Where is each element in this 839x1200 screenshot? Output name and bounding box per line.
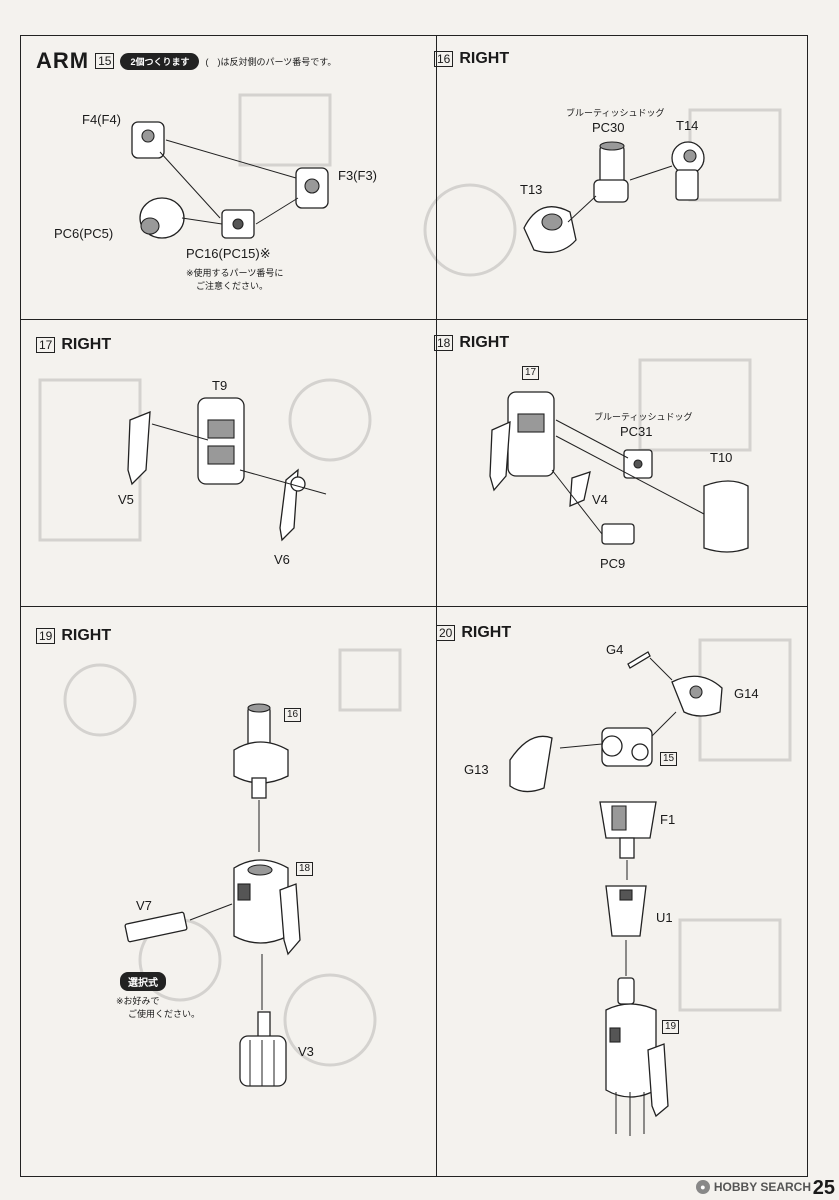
row-divider-1 xyxy=(21,319,807,320)
step17-number: 17 xyxy=(36,337,56,353)
row-divider-2 xyxy=(21,606,807,607)
option-note-2: ご使用ください。 xyxy=(128,1009,201,1019)
part-label-t9: T9 xyxy=(212,378,228,393)
step18-number: 18 xyxy=(434,335,454,351)
part-label-f3: F3(F3) xyxy=(338,168,377,183)
part-label-v3: V3 xyxy=(298,1044,314,1059)
part-label-g14: G14 xyxy=(734,686,759,701)
arm-header: ARM 15 2個つくります ( )は反対側のパーツ番号です。 xyxy=(36,48,336,74)
step17-header: 17 RIGHT xyxy=(36,336,111,354)
step16-number: 16 xyxy=(434,51,454,67)
step20-side: RIGHT xyxy=(461,624,512,641)
part-label-v6: V6 xyxy=(274,552,290,567)
ref-step-17: 17 xyxy=(522,366,540,380)
pc30-note: ブルーティッシュドッグ xyxy=(566,108,665,118)
step20-header: 20 RIGHT xyxy=(436,624,511,642)
step16-header: 16 RIGHT xyxy=(434,50,509,68)
step19-header: 19 RIGHT xyxy=(36,627,111,645)
step18-side: RIGHT xyxy=(459,334,510,351)
page-number: 25 xyxy=(812,1177,835,1199)
ref-step-16: 16 xyxy=(284,708,302,722)
step-grid xyxy=(20,35,808,1177)
step19-number: 19 xyxy=(36,628,56,644)
part-label-f4: F4(F4) xyxy=(82,112,121,127)
part-label-t14: T14 xyxy=(676,118,699,133)
option-badge: 選択式 xyxy=(120,972,166,991)
part-label-pc30: PC30 xyxy=(592,120,625,135)
step20-number: 20 xyxy=(436,625,456,641)
make-two-pill: 2個つくります xyxy=(120,52,200,70)
part-label-g13: G13 xyxy=(464,762,489,777)
part-label-t13: T13 xyxy=(520,182,543,197)
part-label-f1: F1 xyxy=(660,812,676,827)
step18-header: 18 RIGHT xyxy=(434,334,509,352)
part-label-u1: U1 xyxy=(656,910,673,925)
watermark-text: HOBBY SEARCH xyxy=(713,1180,811,1194)
part-label-v7: V7 xyxy=(136,898,152,913)
pc31-note: ブルーティッシュドッグ xyxy=(594,412,693,422)
hobby-search-logo-icon: ● xyxy=(695,1180,710,1194)
step-number: 15 xyxy=(95,53,115,69)
note-line-2: ご注意ください。 xyxy=(196,281,269,291)
note-line-1: ※使用するパーツ番号に xyxy=(186,268,284,278)
ref-step-18: 18 xyxy=(296,862,314,876)
step16-side: RIGHT xyxy=(459,50,510,67)
part-label-pc6: PC6(PC5) xyxy=(54,226,114,241)
watermark: ● HOBBY SEARCH xyxy=(695,1180,811,1194)
step17-side: RIGHT xyxy=(61,336,112,353)
part-label-v5: V5 xyxy=(118,492,134,507)
part-label-v4: V4 xyxy=(592,492,608,507)
part-label-g4: G4 xyxy=(606,642,624,657)
ref-step-15: 15 xyxy=(660,752,678,766)
part-label-pc9: PC9 xyxy=(600,556,626,571)
part-label-pc31: PC31 xyxy=(620,424,653,439)
section-title: ARM xyxy=(36,48,90,73)
ref-step-19: 19 xyxy=(662,1020,680,1034)
header-note: ( )は反対側のパーツ番号です。 xyxy=(205,56,337,67)
part-label-t10: T10 xyxy=(710,450,733,465)
option-note-1: ※お好みで xyxy=(116,996,160,1006)
step19-side: RIGHT xyxy=(61,627,112,644)
part-label-pc16: PC16(PC15)※ xyxy=(186,246,271,261)
